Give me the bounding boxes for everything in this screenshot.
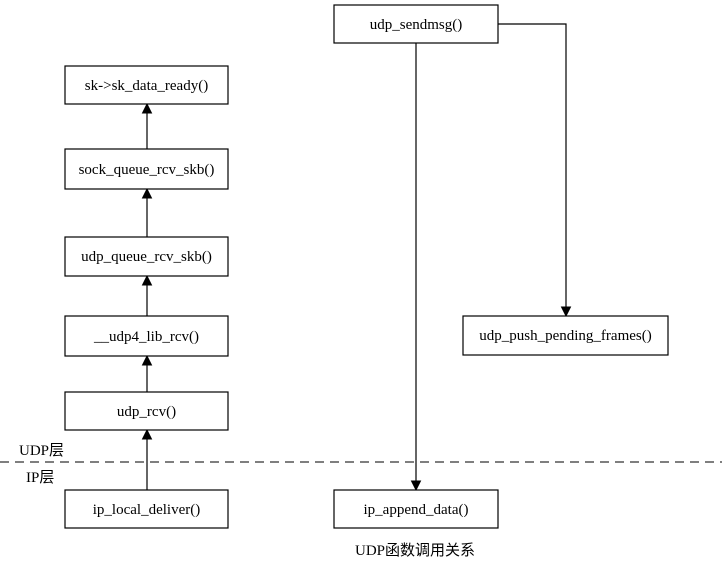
node-ip-local-deliver: ip_local_deliver() — [64, 489, 229, 529]
node-udp-rcv-label: udp_rcv() — [117, 404, 176, 420]
node-sk-data-ready: sk->sk_data_ready() — [64, 65, 229, 105]
udp-layer-label: UDP层 — [19, 443, 64, 459]
node-udp-sendmsg-label: udp_sendmsg() — [370, 17, 463, 33]
ip-layer-label: IP层 — [26, 470, 54, 486]
node-udp-push-pending-frames-label: udp_push_pending_frames() — [479, 328, 651, 344]
node-ip-local-deliver-label: ip_local_deliver() — [93, 502, 200, 518]
node-udp-sendmsg: udp_sendmsg() — [333, 4, 499, 44]
node-udp4-lib-rcv-label: __udp4_lib_rcv() — [93, 329, 199, 345]
diagram-caption: UDP函数调用关系 — [355, 542, 475, 559]
node-sk-data-ready-label: sk->sk_data_ready() — [85, 78, 208, 94]
edge-udp-sendmsg-to-udp-push-pending-frames — [498, 23, 572, 318]
node-udp-rcv: udp_rcv() — [64, 391, 229, 431]
node-udp-queue-rcv-skb-label: udp_queue_rcv_skb() — [81, 249, 212, 265]
node-sock-queue-rcv-skb: sock_queue_rcv_skb() — [64, 148, 229, 190]
node-ip-append-data-label: ip_append_data() — [364, 502, 469, 518]
node-ip-append-data: ip_append_data() — [333, 489, 499, 529]
node-udp4-lib-rcv: __udp4_lib_rcv() — [64, 315, 229, 357]
node-udp-push-pending-frames: udp_push_pending_frames() — [462, 315, 669, 356]
node-udp-queue-rcv-skb: udp_queue_rcv_skb() — [64, 236, 229, 277]
node-sock-queue-rcv-skb-label: sock_queue_rcv_skb() — [79, 162, 215, 178]
